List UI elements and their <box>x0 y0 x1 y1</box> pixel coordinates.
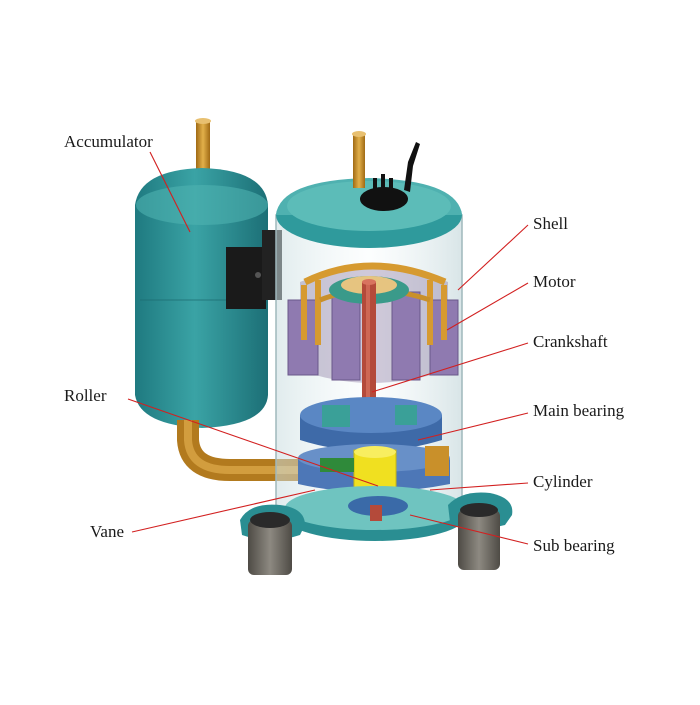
label-vane: Vane <box>90 522 124 541</box>
label-motor: Motor <box>533 272 576 291</box>
leader-accumulator <box>149 151 191 233</box>
leader-roller <box>127 398 379 487</box>
label-crankshaft: Crankshaft <box>533 332 608 351</box>
leader-motor <box>446 282 529 331</box>
suction-pipe <box>177 420 300 481</box>
label-cylinder: Cylinder <box>533 472 593 491</box>
accumulator-part <box>135 118 282 428</box>
cylinder-part <box>298 444 450 492</box>
mounting-feet <box>240 492 513 575</box>
label-roller: Roller <box>64 386 107 405</box>
label-shell: Shell <box>533 214 568 233</box>
leader-cylinder <box>429 482 529 491</box>
leader-sub-bearing <box>409 514 529 545</box>
leader-lines <box>127 151 529 545</box>
label-accumulator: Accumulator <box>64 132 153 151</box>
sub-bearing-part <box>283 486 467 541</box>
leader-vane <box>131 489 316 533</box>
label-main-bearing: Main bearing <box>533 401 625 420</box>
leader-shell <box>457 224 529 291</box>
main-bearing-part <box>300 397 442 451</box>
leader-main-bearing <box>417 412 529 441</box>
leader-crankshaft <box>371 342 529 393</box>
label-sub-bearing: Sub bearing <box>533 536 615 555</box>
